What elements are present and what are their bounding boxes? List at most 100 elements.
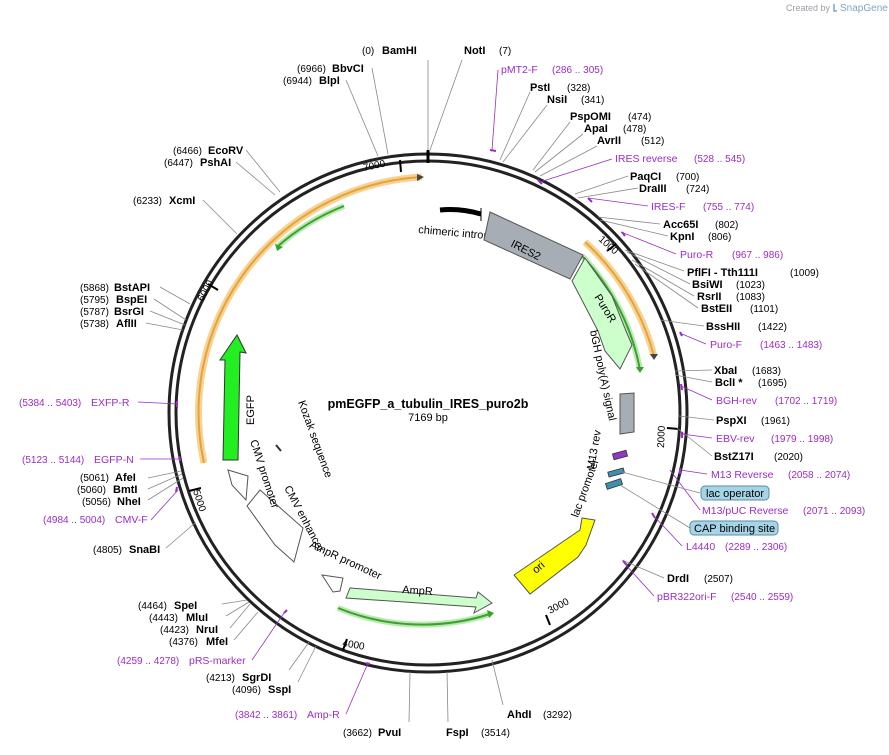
primer-name-bgh-rev[interactable]: BGH-rev [716,395,758,407]
egfp-label: EGFP [245,395,257,425]
site-name-acc65i[interactable]: Acc65I [663,219,698,231]
ampr-feature[interactable] [345,587,493,615]
site-name-avrii[interactable]: AvrII [597,135,621,147]
site-name-nrui[interactable]: NruI [196,624,218,636]
site-name-pflfi-tth111i[interactable]: PflFI - Tth111I [687,267,758,279]
egfp-feature[interactable] [219,334,247,461]
primer-name-ires-reverse[interactable]: IRES reverse [615,153,678,165]
site-pos-blpi: (6944) [283,76,312,87]
primer-name-puro-f[interactable]: Puro-F [710,339,742,351]
primer-name-l4440[interactable]: L4440 [686,541,715,553]
primer-name-exfp-r[interactable]: EXFP-R [91,397,130,409]
site-name-pvui[interactable]: PvuI [378,727,401,739]
site-name-pshai[interactable]: PshAI [200,157,231,169]
lac-operator-box[interactable] [700,485,770,501]
site-name-ahdi[interactable]: AhdI [507,709,531,721]
cap-binding-site-feature[interactable] [604,478,624,490]
primer-name-ires-f[interactable]: IRES-F [651,201,685,213]
chimeric-intron-feature[interactable] [439,207,482,217]
site-pos-aflii: (5738) [80,319,109,330]
cmv-promoter-feature[interactable] [227,469,249,502]
site-name-fspi[interactable]: FspI [446,727,469,739]
primer-name-pbr322ori-f[interactable]: pBR322ori-F [657,591,717,603]
site-name-paqci[interactable]: PaqCI [630,171,661,183]
cmv-enhancer-feature[interactable] [246,489,304,563]
site-name-bsiwi[interactable]: BsiWI [692,279,723,291]
site-name-blpi[interactable]: BlpI [319,75,340,87]
site-name-apai[interactable]: ApaI [584,123,608,135]
primer-range-m13-puc-reverse: (2071 .. 2093) [803,506,865,517]
ires2-feature[interactable] [483,211,584,280]
site-name-bstapi[interactable]: BstAPI [114,282,150,294]
site-name-sgrdi[interactable]: SgrDI [242,672,271,684]
puror-inner-arrow-icon [636,367,644,373]
site-name-bsrgi[interactable]: BsrGI [114,306,144,318]
primer-name-amp-r[interactable]: Amp-R [307,709,340,721]
site-name-aflii[interactable]: AflII [116,318,137,330]
site-name-draiii[interactable]: DraIII [639,183,667,195]
site-name-kpni[interactable]: KpnI [670,231,694,243]
primer-binding-marks [175,149,683,665]
site-name-xbai[interactable]: XbaI [714,365,737,377]
snapgene-logo-icon [833,4,837,12]
egfp-orf-arrow-icon [417,174,424,181]
tick-label-2000: 2000 [656,425,668,448]
primer-leader-lines [137,69,713,715]
primer-name-prs-marker[interactable]: pRS-marker [189,655,246,667]
kozak-sequence-label: Kozak sequence [295,399,334,480]
primer-name-egfp-n[interactable]: EGFP-N [94,454,134,466]
site-name-bstz17i[interactable]: BstZ17I [714,451,754,463]
site-name-bamhi[interactable]: BamHI [382,45,417,57]
primer-name-pmt2-f[interactable]: pMT2-F [501,64,538,76]
site-pos-drdi: (2507) [704,574,733,585]
tick-label-3000: 3000 [546,596,571,616]
site-name-sspi[interactable]: SspI [268,684,291,696]
site-name-noti[interactable]: NotI [464,45,485,57]
site-name-bsshii[interactable]: BssHII [706,321,740,333]
site-name-snabi[interactable]: SnaBI [129,544,160,556]
site-name-mlui[interactable]: MluI [186,612,208,624]
site-name-nsii[interactable]: NsiI [547,94,567,106]
primer-name-puro-r[interactable]: Puro-R [680,249,714,261]
primer-name-m13-puc-reverse[interactable]: M13/pUC Reverse [702,505,789,517]
primer-name-ebv-rev[interactable]: EBV-rev [716,433,755,445]
site-name-bspei[interactable]: BspEI [116,294,147,306]
site-pos-spei: (4464) [138,601,167,612]
site-name-nhei[interactable]: NheI [117,496,141,508]
site-name-spei[interactable]: SpeI [174,600,197,612]
primer-name-cmv-f[interactable]: CMV-F [115,514,148,526]
cap-binding-site-box[interactable] [689,520,779,536]
site-name-drdi[interactable]: DrdI [667,573,689,585]
m13-rev-feature[interactable] [611,449,629,461]
site-name-rsrii[interactable]: RsrII [697,291,721,303]
site-name-bcli[interactable]: BclI * [715,377,743,389]
lac-operator-feature[interactable] [607,467,625,478]
kozak-sequence-feature[interactable] [275,444,282,452]
site-name-afei[interactable]: AfeI [115,472,136,484]
tick-label-7000: 7000 [362,158,386,173]
tick-label-4000: 4000 [341,638,365,653]
site-pos-ahdi: (3292) [543,710,572,721]
primer-range-prs-marker: (4259 .. 4278) [117,656,179,667]
ampr-promoter-feature[interactable] [320,574,344,593]
ori-feature[interactable] [513,517,596,595]
site-name-mfei[interactable]: MfeI [206,636,228,648]
site-name-pspxi[interactable]: PspXI [716,415,747,427]
site-pos-nsii: (341) [581,95,604,106]
puror-feature[interactable] [571,257,633,370]
site-name-bmti[interactable]: BmtI [113,484,137,496]
primer-range-pmt2-f: (286 .. 305) [552,65,603,76]
site-name-pspomi[interactable]: PspOMI [570,111,611,123]
bgh-polya-feature[interactable] [619,392,635,435]
site-name-bsteii[interactable]: BstEII [701,303,732,315]
site-pos-snabi: (4805) [93,545,122,556]
primer-name-m13-reverse[interactable]: M13 Reverse [711,469,774,481]
primer-range-pbr322ori-f: (2540 .. 2559) [731,592,793,603]
site-name-xcmi[interactable]: XcmI [169,195,195,207]
site-name-bbvci[interactable]: BbvCI [332,63,364,75]
tick-mark-7000 [399,159,402,173]
site-pos-afei: (5061) [80,473,109,484]
site-name-psti[interactable]: PstI [530,82,550,94]
site-name-ecorv[interactable]: EcoRV [208,145,244,157]
site-pos-pspomi: (474) [628,112,651,123]
